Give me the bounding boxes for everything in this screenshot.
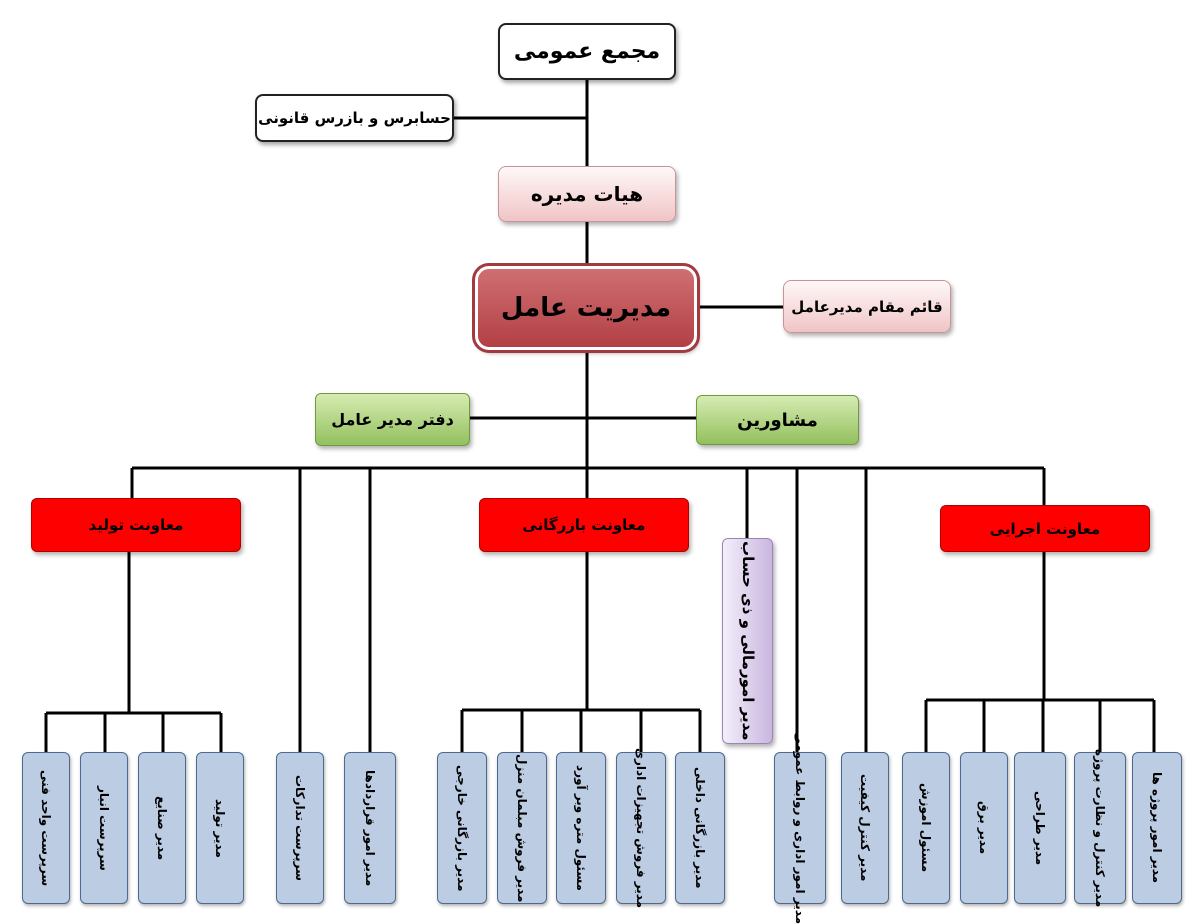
production-unit-box: سرپرست واحد فنی — [22, 752, 70, 904]
commerce-deputy-label: معاونت بازرگانی — [522, 516, 646, 534]
commerce-unit-label: مدیر فروش تجهیزات اداری — [634, 747, 648, 909]
commerce-unit-label: مسئول متره وبر آورد — [574, 765, 588, 891]
production-unit-box: مدیر تولید — [196, 752, 244, 904]
production-unit-box: سرپرست انبار — [80, 752, 128, 904]
quality-manager-box: مدیر کنترل کیفیت — [841, 752, 889, 904]
general-assembly-label: مجمع عمومی — [513, 39, 661, 64]
deputy-ceo-box: قائم مقام مدیرعامل — [783, 280, 951, 333]
admin-manager-label: مدیر امور اداری و روابط عمومی — [793, 731, 807, 924]
ceo-office-box: دفتر مدیر عامل — [315, 393, 470, 446]
advisors-box: مشاورین — [696, 395, 859, 445]
general-assembly-box: مجمع عمومی — [498, 23, 676, 80]
commerce-deputy-box: معاونت بازرگانی — [479, 498, 689, 552]
executive-unit-box: مدیر برق — [960, 752, 1008, 904]
executive-unit-label: مدیر امور پروژه ها — [1150, 772, 1164, 884]
executive-unit-box: مسئول اموزش — [902, 752, 950, 904]
production-unit-label: سرپرست انبار — [97, 785, 111, 871]
auditor-label: حسابرس و بازرس قانونی — [258, 109, 451, 127]
executive-unit-box: مدیر امور پروژه ها — [1132, 752, 1182, 904]
executive-unit-label: مدیر برق — [977, 801, 991, 855]
supply-supervisor-box: سرپرست تدارکات — [276, 752, 324, 904]
commerce-unit-label: مدیر بازرگانی داخلی — [693, 767, 707, 889]
commerce-unit-label: مدیر فروش مبلمان منزل — [515, 753, 529, 903]
commerce-unit-box: مسئول متره وبر آورد — [556, 752, 606, 904]
ceo-box: مدیریت عامل — [472, 263, 700, 353]
commerce-unit-label: مدیر بازرگانی خارجی — [455, 764, 469, 892]
executive-unit-label: مدیر طراحی — [1033, 790, 1047, 866]
production-unit-label: مدیر تولید — [213, 798, 227, 858]
production-deputy-box: معاونت تولید — [31, 498, 241, 552]
executive-deputy-box: معاونت اجرایی — [940, 505, 1150, 552]
quality-manager-label: مدیر کنترل کیفیت — [858, 774, 872, 882]
production-deputy-label: معاونت تولید — [88, 516, 184, 534]
executive-unit-label: مدیر کنترل و نظارت پروژه — [1093, 748, 1107, 908]
ceo-label: مدیریت عامل — [500, 293, 672, 323]
supply-supervisor-label: سرپرست تدارکات — [293, 775, 307, 881]
commerce-unit-box: مدیر بازرگانی داخلی — [675, 752, 725, 904]
advisors-label: مشاورین — [737, 409, 818, 431]
executive-deputy-label: معاونت اجرایی — [989, 519, 1101, 538]
executive-unit-box: مدیر کنترل و نظارت پروژه — [1074, 748, 1126, 908]
board-label: هیات مدیره — [530, 182, 644, 206]
executive-unit-box: مدیر طراحی — [1014, 752, 1066, 904]
contracts-manager-label: مدیر امور قراردادها — [363, 769, 377, 887]
production-unit-label: سرپرست واحد فنی — [39, 769, 53, 887]
deputy-ceo-label: قائم مقام مدیرعامل — [791, 297, 943, 316]
auditor-box: حسابرس و بازرس قانونی — [255, 94, 454, 142]
contracts-manager-box: مدیر امور قراردادها — [344, 752, 396, 904]
finance-manager-box: مدیر امورمالی و ذی حساب — [722, 538, 773, 744]
admin-manager-box: مدیر امور اداری و روابط عمومی — [774, 732, 826, 924]
commerce-unit-box: مدیر بازرگانی خارجی — [437, 752, 487, 904]
ceo-office-label: دفتر مدیر عامل — [331, 410, 454, 429]
executive-unit-label: مسئول اموزش — [919, 783, 933, 873]
production-unit-label: مدیر صنایع — [155, 795, 169, 861]
finance-manager-label: مدیر امورمالی و ذی حساب — [739, 541, 757, 741]
board-box: هیات مدیره — [498, 166, 676, 222]
production-unit-box: مدیر صنایع — [138, 752, 186, 904]
commerce-unit-box: مدیر فروش تجهیزات اداری — [616, 748, 666, 908]
commerce-unit-box: مدیر فروش مبلمان منزل — [497, 752, 547, 904]
